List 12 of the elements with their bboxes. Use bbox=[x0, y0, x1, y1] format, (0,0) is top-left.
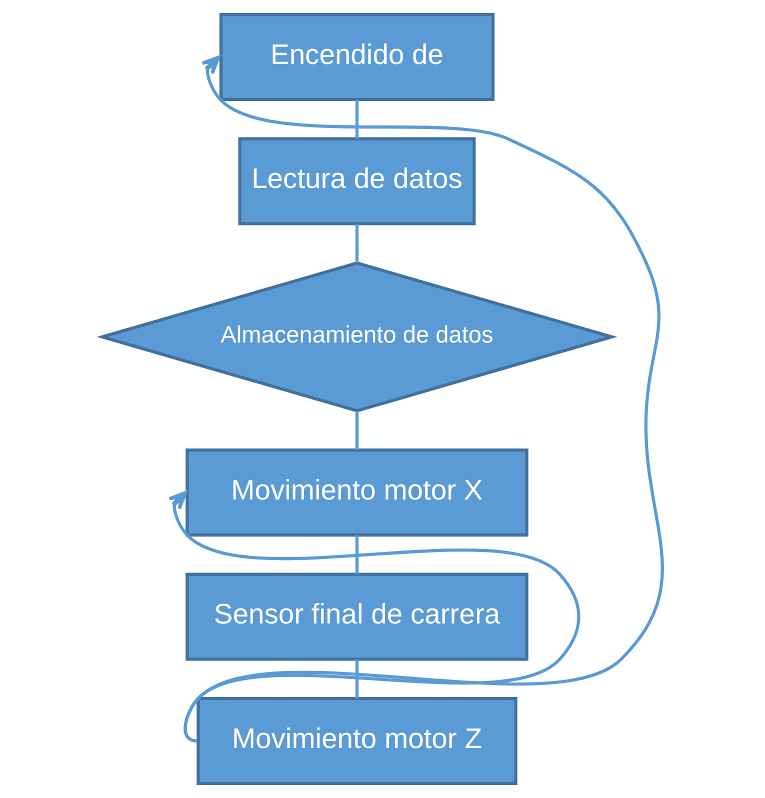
node-box: Movimiento motor Z bbox=[196, 696, 518, 785]
arrow bbox=[168, 490, 580, 742]
node-diamond: Almacenamiento de datos bbox=[96, 261, 618, 412]
node-box: Sensor final de carrera bbox=[186, 572, 528, 661]
connector bbox=[355, 411, 359, 450]
connector bbox=[355, 659, 359, 698]
node-box: Encendido de bbox=[219, 13, 495, 102]
connector bbox=[355, 100, 359, 139]
connector bbox=[355, 535, 359, 574]
node-box: Lectura de datos bbox=[238, 137, 476, 226]
connector bbox=[355, 224, 359, 263]
node-box: Movimiento motor X bbox=[186, 448, 528, 537]
